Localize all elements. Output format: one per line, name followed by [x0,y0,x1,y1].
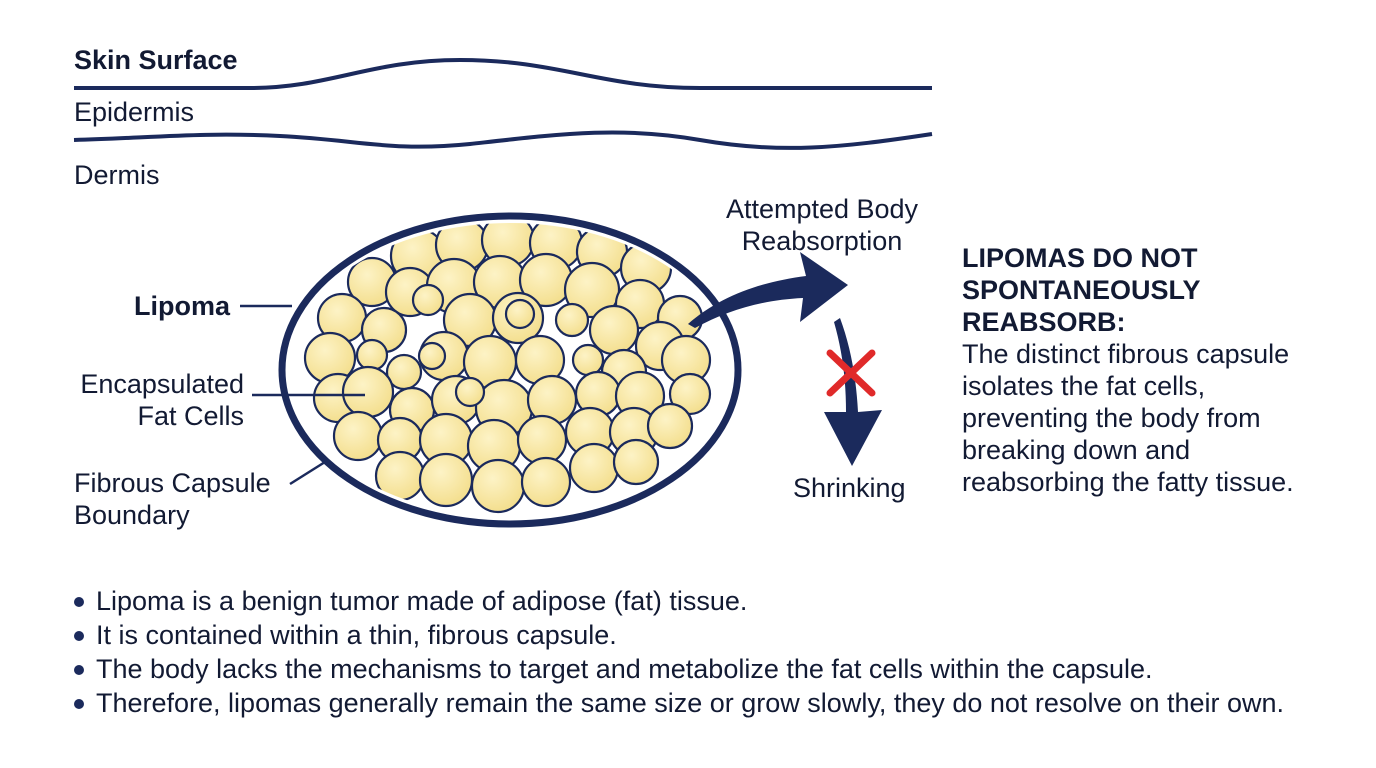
attempted-line-1: Attempted Body [725,194,919,224]
fat-cell [332,410,384,462]
fat-cell [355,338,389,372]
dermis-label: Dermis [74,160,160,190]
epidermis-line [73,130,933,150]
shrinking-arrow-icon [824,318,882,466]
list-item: Therefore, lipomas generally remain the … [72,686,1284,720]
epidermis-label: Epidermis [74,97,195,127]
callout-title-line-2: SPONTANEOUSLY [962,275,1201,305]
facts-list: Lipoma is a benign tumor made of adipose… [72,584,1284,720]
fat-cells [303,223,712,514]
fibrous-capsule-label: Fibrous Capsule Boundary [74,467,271,531]
callout-body-line-5: reabsorbing the fatty tissue. [962,467,1294,497]
fat-cell [646,402,694,450]
fat-cell [516,414,568,466]
skin-surface-line [74,57,932,90]
callout-box: LIPOMAS DO NOT SPONTANEOUSLY REABSORB: T… [962,242,1362,498]
fat-cell [454,376,486,408]
fat-cell [417,341,447,371]
fat-cell [418,452,474,508]
reabsorption-arrow-icon [688,252,848,328]
fibrous-leader [289,460,326,486]
callout-title-line-3: REABSORB: [962,307,1126,337]
attempted-line-2: Reabsorption [741,226,903,256]
fat-cell [568,442,620,494]
fat-cell [612,438,660,486]
fat-cell [520,456,572,508]
fat-cell [571,343,605,377]
list-item: Lipoma is a benign tumor made of adipose… [72,584,1284,618]
encapsulated-line-1: Encapsulated [80,369,244,399]
fat-cell [563,261,621,319]
attempted-reabsorption-label: Attempted Body Reabsorption [712,193,932,257]
list-item: It is contained within a thin, fibrous c… [72,618,1284,652]
fat-cell [504,298,536,330]
skin-surface-label: Skin Surface [74,45,238,75]
fat-cell [374,450,426,502]
callout-body-line-3: preventing the body from [962,403,1261,433]
shrinking-label: Shrinking [793,473,906,503]
fat-cell [554,302,590,338]
fibrous-line-2: Boundary [74,500,190,530]
encapsulated-fat-cells-label: Encapsulated Fat Cells [74,368,244,432]
fibrous-capsule [278,212,742,528]
callout-body-line-1: The distinct fibrous capsule [962,339,1290,369]
callout-title: LIPOMAS DO NOT SPONTANEOUSLY REABSORB: [962,242,1362,338]
callout-title-line-1: LIPOMAS DO NOT [962,243,1198,273]
fibrous-line-1: Fibrous Capsule [74,468,271,498]
encapsulated-line-2: Fat Cells [137,401,244,431]
fat-cell [411,283,445,317]
callout-body-line-2: isolates the fat cells, [962,371,1206,401]
blocked-x-icon [826,349,876,397]
fat-cell [668,372,712,416]
fat-cell [470,458,526,514]
callout-body: The distinct fibrous capsule isolates th… [962,338,1362,498]
list-item: The body lacks the mechanisms to target … [72,652,1284,686]
callout-body-line-4: breaking down and [962,435,1191,465]
fat-cell [341,365,395,419]
lipoma-label: Lipoma [134,291,231,321]
